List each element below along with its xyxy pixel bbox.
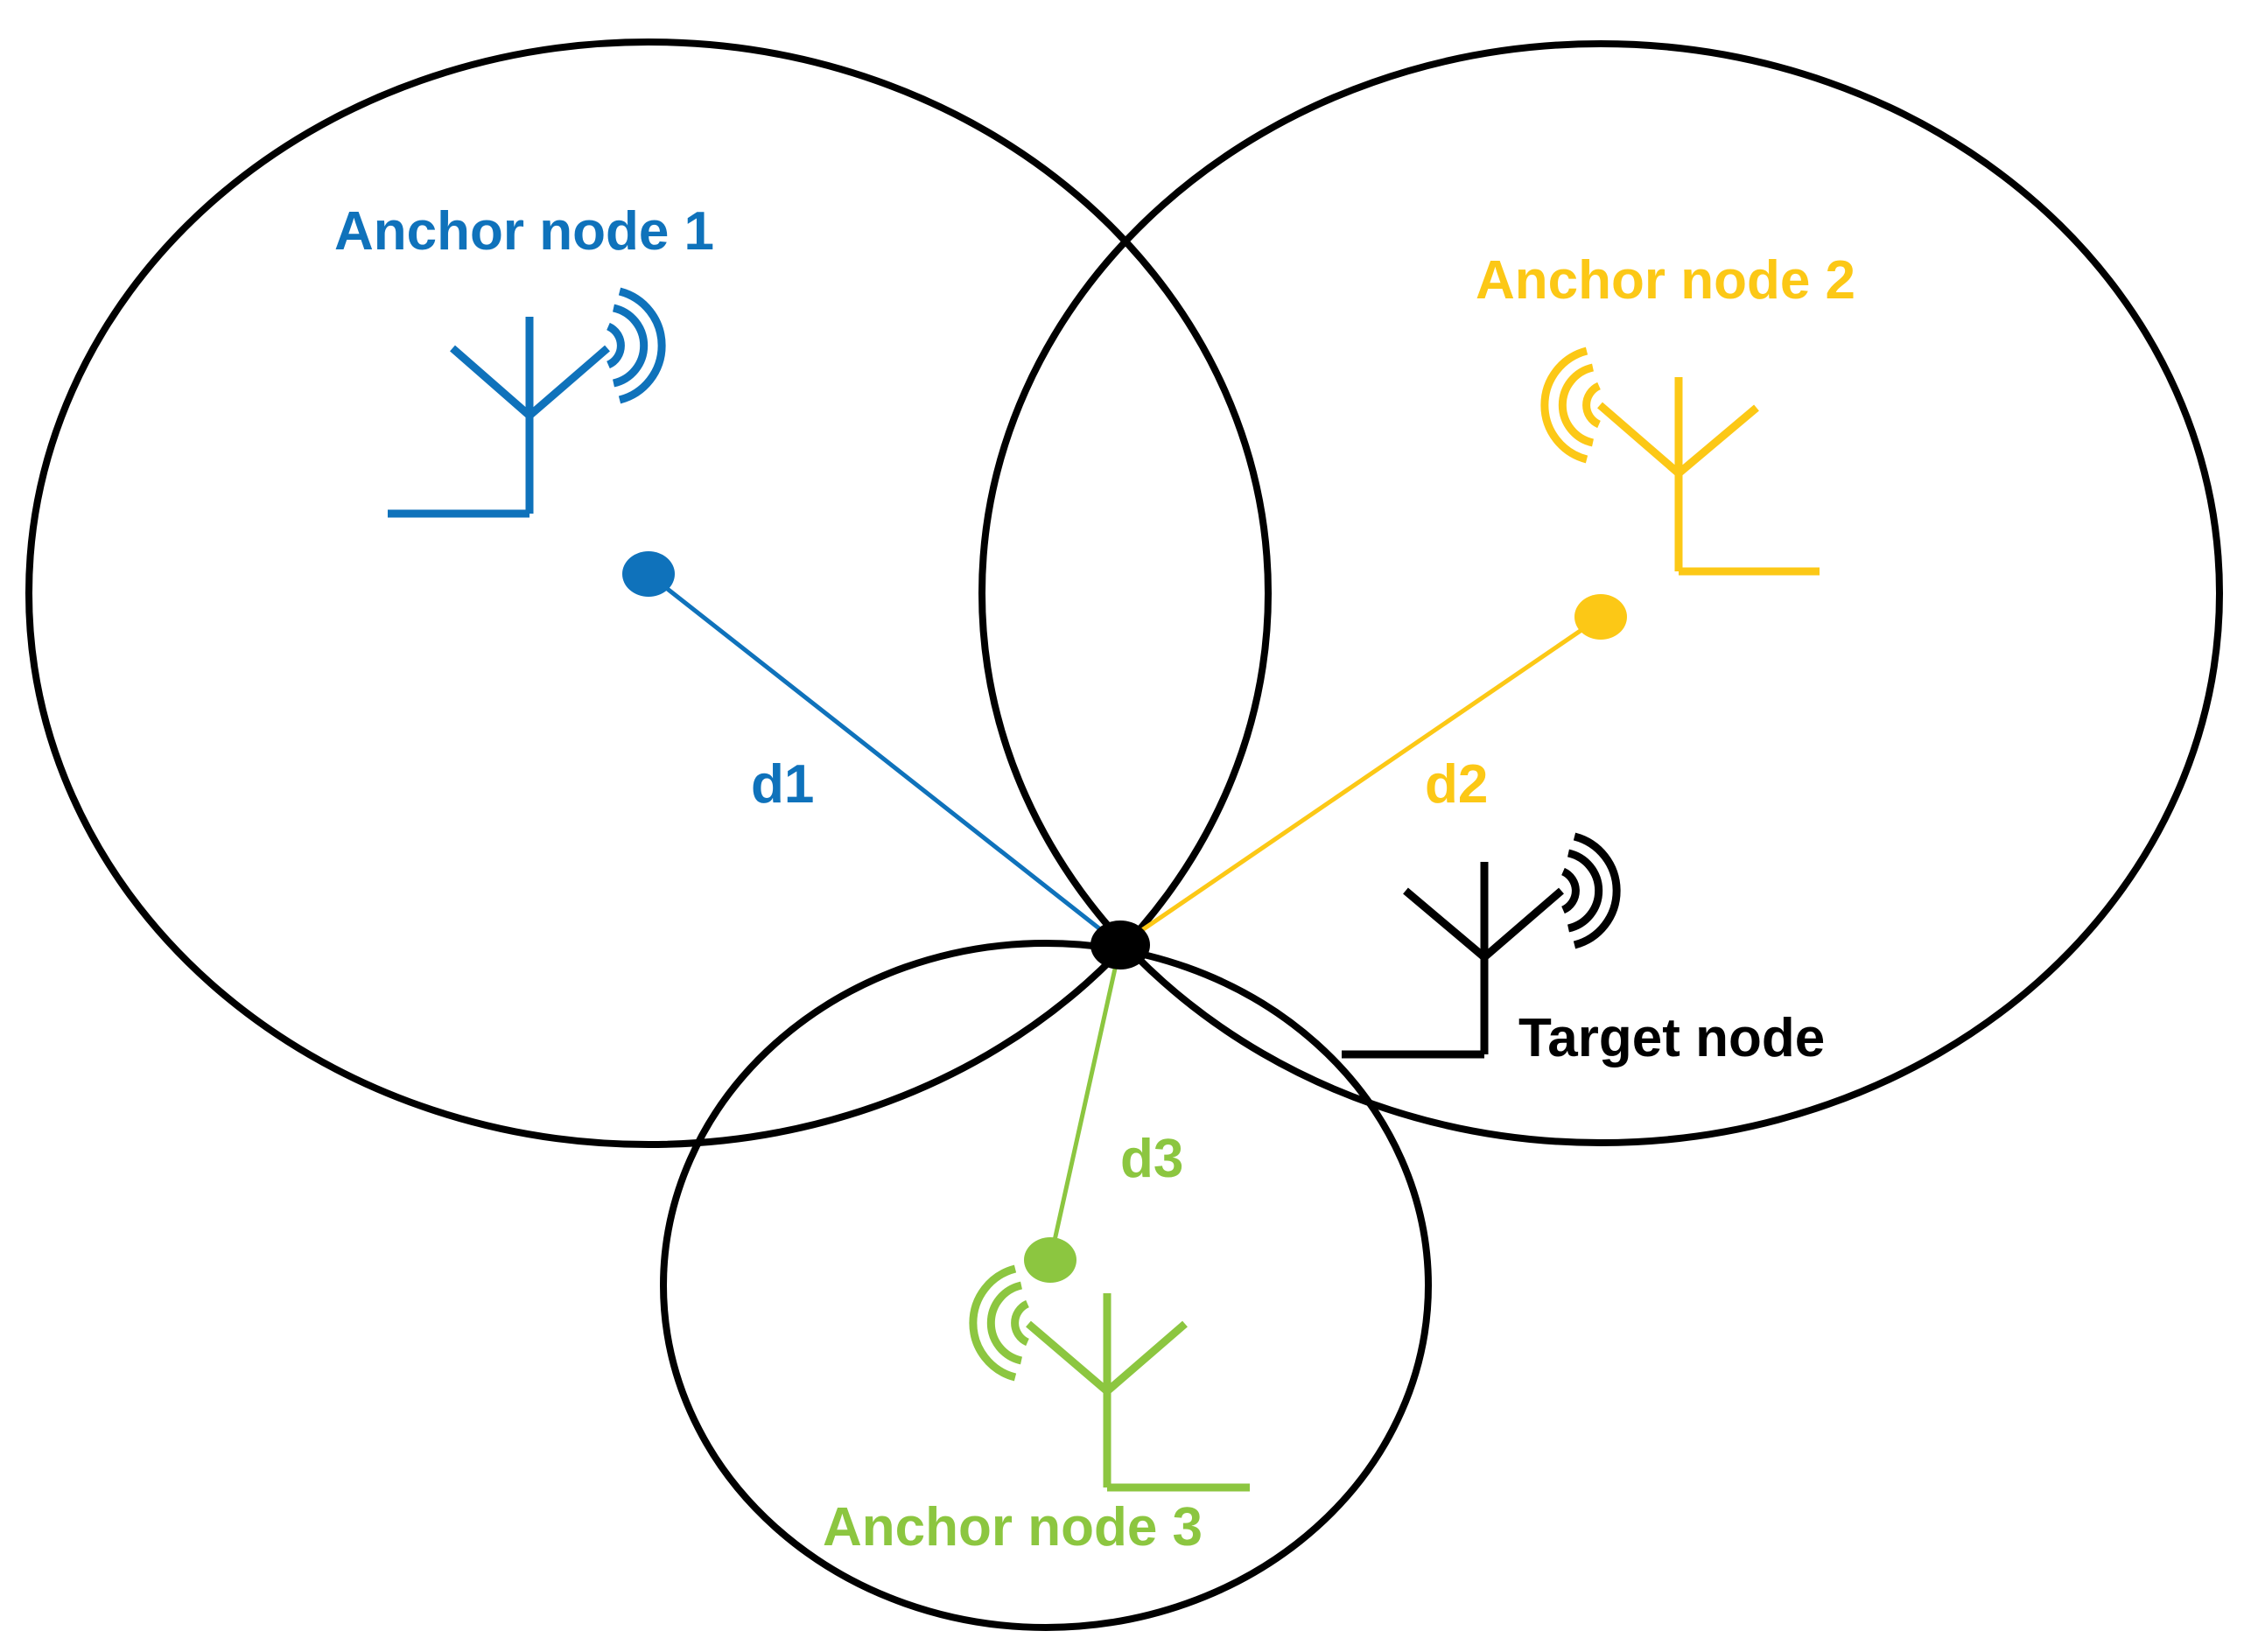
antenna-signal-icon: [388, 287, 666, 518]
antenna-signal-icon: [1540, 346, 1820, 576]
target-label: Target node: [1518, 1008, 1825, 1068]
antenna-signal-icon: [969, 1264, 1250, 1492]
range-circle-anchor-1: [25, 38, 1272, 1148]
distance-label-d3: d3: [1120, 1129, 1183, 1189]
anchor-label-1: Anchor node 1: [334, 201, 714, 262]
distance-label-d1: d1: [751, 754, 814, 815]
distance-label-d2: d2: [1425, 754, 1488, 815]
range-circle-anchor-3: [660, 940, 1432, 1631]
antenna-signal-icon: [1342, 832, 1621, 1059]
distance-line-d1: [647, 572, 1122, 947]
anchor-label-3: Anchor node 3: [823, 1497, 1203, 1558]
anchor-point-1: [622, 551, 675, 597]
distance-line-d3: [1048, 944, 1123, 1261]
anchor-point-3: [1024, 1237, 1076, 1283]
target-point: [1090, 920, 1150, 970]
anchor-label-2: Anchor node 2: [1476, 250, 1855, 311]
range-circle-anchor-2: [978, 40, 2223, 1146]
distance-line-d2: [1118, 614, 1602, 948]
anchor-point-2: [1574, 594, 1627, 640]
